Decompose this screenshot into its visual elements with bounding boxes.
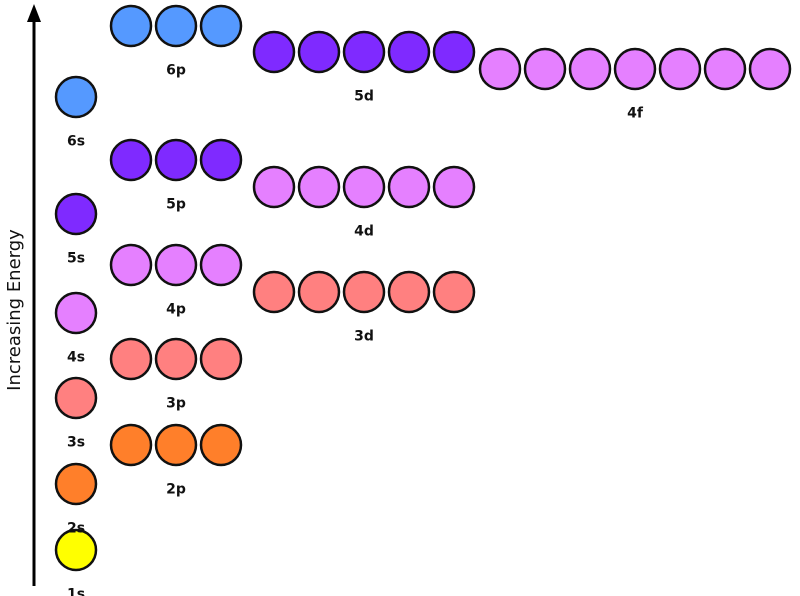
subshell-3p: 3p [109,337,243,412]
subshell-5d: 5d [252,30,476,105]
subshell-label-2p: 2p [166,482,186,498]
subshell-2s: 2s [54,462,98,537]
subshell-4f: 4f [478,47,792,122]
orbital-6s-1 [54,75,98,119]
orbital-4f-6 [703,47,747,91]
subshell-label-5s: 5s [67,251,85,267]
subshell-label-3p: 3p [166,396,186,412]
orbital-4s-1 [54,291,98,335]
orbital-6p-2 [154,4,198,48]
orbital-4f-2 [523,47,567,91]
orbital-4p-2 [154,243,198,287]
orbital-4d-2 [297,165,341,209]
orbital-4p-3 [199,243,243,287]
orbital-5d-5 [432,30,476,74]
orbital-3d-5 [432,270,476,314]
subshell-4d: 4d [252,165,476,240]
subshell-label-4s: 4s [67,350,85,366]
orbital-5d-4 [387,30,431,74]
orbital-3d-3 [342,270,386,314]
subshell-6s: 6s [54,75,98,150]
energy-axis: Increasing Energy [4,4,41,586]
subshell-label-6s: 6s [67,134,85,150]
orbital-3s-1 [54,376,98,420]
subshell-label-4p: 4p [166,302,186,318]
subshell-label-5p: 5p [166,197,186,213]
orbital-2p-2 [154,423,198,467]
orbital-2p-1 [109,423,153,467]
orbital-4f-4 [613,47,657,91]
subshell-1s: 1s [54,528,98,596]
subshell-label-6p: 6p [166,63,186,79]
orbital-1s-1 [54,528,98,572]
subshell-label-4f: 4f [627,106,644,122]
orbital-4d-1 [252,165,296,209]
orbital-3p-3 [199,337,243,381]
orbital-3d-1 [252,270,296,314]
subshell-label-3d: 3d [354,329,374,345]
orbital-5p-2 [154,138,198,182]
orbital-5d-2 [297,30,341,74]
orbital-4f-7 [748,47,792,91]
subshell-4s: 4s [54,291,98,366]
subshell-6p: 6p [109,4,243,79]
orbital-2p-3 [199,423,243,467]
orbital-3p-1 [109,337,153,381]
orbital-5p-3 [199,138,243,182]
orbital-4p-1 [109,243,153,287]
orbital-5d-3 [342,30,386,74]
subshell-label-5d: 5d [354,89,374,105]
subshell-5s: 5s [54,192,98,267]
orbital-5s-1 [54,192,98,236]
subshell-label-3s: 3s [67,435,85,451]
subshell-2p: 2p [109,423,243,498]
orbital-6p-3 [199,4,243,48]
energy-axis-arrowhead [27,4,41,22]
orbital-4d-3 [342,165,386,209]
subshell-label-1s: 1s [67,587,85,596]
subshell-label-2s: 2s [67,521,85,537]
orbital-6p-1 [109,4,153,48]
subshell-layer: 1s 2s 2p 3s 3p 4s 3d 4p 5s 4d 5p 6s 4f 5d 6p [54,4,792,596]
orbital-4d-5 [432,165,476,209]
orbital-3d-4 [387,270,431,314]
orbital-4d-4 [387,165,431,209]
orbital-5p-1 [109,138,153,182]
orbital-4f-3 [568,47,612,91]
orbital-4f-1 [478,47,522,91]
orbital-2s-1 [54,462,98,506]
subshell-5p: 5p [109,138,243,213]
energy-axis-label: Increasing Energy [4,229,25,391]
subshell-4p: 4p [109,243,243,318]
orbital-3p-2 [154,337,198,381]
orbital-4f-5 [658,47,702,91]
orbital-3d-2 [297,270,341,314]
subshell-3s: 3s [54,376,98,451]
subshell-3d: 3d [252,270,476,345]
subshell-label-4d: 4d [354,224,374,240]
orbital-5d-1 [252,30,296,74]
